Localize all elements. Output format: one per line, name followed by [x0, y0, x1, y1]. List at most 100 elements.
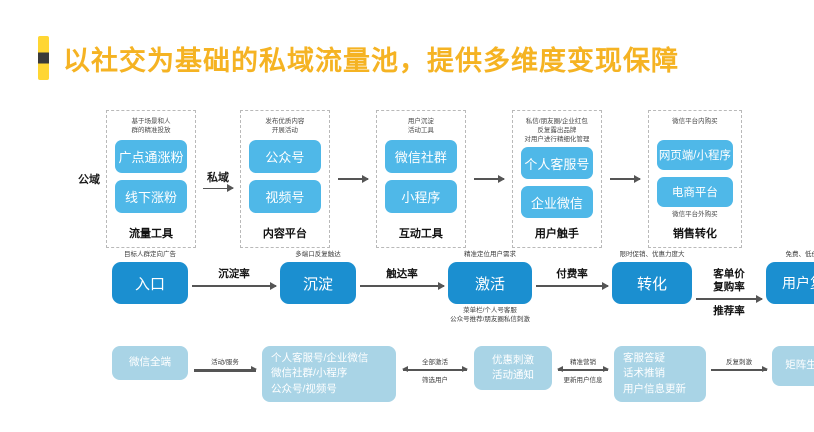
funnel-label-5[interactable]: 用户复购、推荐 [766, 262, 814, 304]
funnel-link-label-2: 触达率 [386, 268, 418, 280]
chain-link-label-3-below: 更新用户信息 [563, 376, 603, 384]
arrow-right-icon [473, 175, 505, 182]
chain-link-label-3-above: 精准营销 [570, 359, 596, 366]
stage-caption-4: 私信/朋友圈/企业红包反复露出品牌对用户进行精细化管理 [524, 118, 590, 143]
chain-node-4-line-2: 话术推销 [623, 367, 665, 380]
stage-caption-3: 用户沉淀活动工具 [407, 118, 434, 134]
stage-caption-1: 基于场景和人群的精准投放 [131, 118, 171, 134]
chain-link-label-4: 反复刺激 [726, 359, 752, 366]
stage-connector-4-5 [602, 110, 648, 248]
chain-row: 微信全端 活动/服务 个人客服号/企业微信 微信社群/小程序 公众号/视频号 全… [112, 346, 814, 408]
chain-node-4[interactable]: 客服答疑 话术推销 用户信息更新 [614, 346, 706, 402]
funnel-label-4[interactable]: 转化 [612, 262, 692, 304]
funnel-link-label-4-above: 客单价复购率 [713, 268, 745, 294]
arrow-right-icon [194, 366, 257, 372]
arrow-bidirectional-icon [402, 366, 468, 371]
chain-link-4: 反复刺激 [706, 346, 772, 374]
chain-node-1[interactable]: 微信全端 [112, 346, 188, 380]
funnel-caption-3: 精准定位用户需求 [464, 251, 516, 258]
stage-caption-5: 微信平台内购买 [672, 118, 718, 125]
stage-card-5[interactable]: 微信平台内购买 网页端/小程序 电商平台 微信平台外购买 销售转化 [647, 110, 743, 248]
title-accent-mark-icon [38, 36, 49, 80]
stage-footer-4: 用户触手 [534, 228, 579, 241]
stage-card-3[interactable]: 用户沉淀活动工具 微信社群 小程序 互动工具 [375, 110, 466, 248]
arrow-right-icon [192, 282, 277, 289]
chain-node-2-line-3: 公众号/视频号 [271, 382, 337, 395]
funnel-caption-4: 限时促销、优惠力度大 [619, 251, 685, 258]
stage-chip-5-2[interactable]: 电商平台 [656, 177, 734, 207]
funnel-node-5[interactable]: 免费、低价、精品内容逐层升级 用户复购、推荐 [766, 251, 814, 304]
funnel-link-label-1: 沉淀率 [218, 268, 250, 280]
stage-chip-4-2[interactable]: 企业微信 [520, 185, 593, 219]
chain-node-2-line-2: 微信社群/小程序 [271, 367, 348, 380]
chain-node-4-line-1: 客服答疑 [623, 352, 665, 365]
funnel-link-1: 沉淀率 [188, 262, 280, 289]
funnel-caption-5: 免费、低价、精品内容逐层升级 [785, 251, 814, 258]
funnel-link-label-3: 付费率 [556, 268, 588, 280]
label-public-domain: 公域 [78, 174, 100, 186]
stage-connector-2-3 [330, 110, 376, 248]
arrow-right-icon [696, 295, 763, 302]
arrow-right-icon [609, 175, 641, 182]
stage-chip-3-1[interactable]: 微信社群 [384, 140, 457, 173]
arrow-bidirectional-icon [557, 366, 609, 371]
stage-footer-2: 内容平台 [262, 228, 307, 240]
arrow-right-icon [711, 366, 768, 371]
stage-card-1[interactable]: 基于场景和人群的精准投放 广点通涨粉 线下涨粉 流量工具 [106, 110, 196, 248]
funnel-caption-2: 多端口反复触达 [295, 251, 341, 258]
stage-card-2[interactable]: 发布优质内容开展活动 公众号 视频号 内容平台 [239, 110, 330, 248]
funnel-node-2[interactable]: 多端口反复触达 沉淀 [280, 251, 356, 304]
chain-link-2: 全部激活 筛选用户 [396, 346, 474, 384]
funnel-row: 目标人群定向广告 入口 沉淀率 多端口反复触达 沉淀 触达率 精准定位用户需求 … [112, 251, 814, 334]
stage-chip-5-1[interactable]: 网页端/小程序 [656, 140, 734, 170]
chain-node-2[interactable]: 个人客服号/企业微信 微信社群/小程序 公众号/视频号 [262, 346, 396, 402]
stage-chip-2-1[interactable]: 公众号 [248, 140, 321, 173]
stage-chip-1-2[interactable]: 线下涨粉 [115, 180, 187, 213]
funnel-caption-bottom-3: 菜单栏/个人号客服公众号推荐/朋友圈私信刺激 [450, 307, 530, 323]
stage-footer-3: 互动工具 [398, 228, 443, 240]
funnel-caption-1: 目标人群定向广告 [124, 251, 176, 258]
stage-connector-3-4 [466, 110, 512, 248]
chain-node-1-line-1: 微信全端 [129, 356, 171, 369]
chain-link-label-1: 活动/服务 [211, 359, 239, 366]
arrow-right-icon [360, 282, 445, 289]
label-private-domain-group: 私域 [196, 110, 240, 248]
funnel-label-3[interactable]: 激活 [448, 262, 532, 304]
funnel-link-label-4-below: 推荐率 [713, 304, 745, 317]
chain-link-label-2-above: 全部激活 [422, 359, 448, 366]
arrow-right-icon [202, 185, 234, 192]
chain-link-label-2-below: 筛选用户 [422, 376, 448, 384]
stage-chip-3-2[interactable]: 小程序 [384, 180, 457, 213]
chain-node-5[interactable]: 矩阵生态内循环 [772, 346, 814, 386]
funnel-link-3: 付费率 [532, 262, 612, 289]
chain-node-3-line-2: 活动通知 [492, 369, 534, 381]
funnel-label-1[interactable]: 入口 [112, 262, 188, 304]
chain-node-4-line-3: 用户信息更新 [623, 382, 686, 395]
funnel-link-2: 触达率 [356, 262, 448, 289]
chain-node-2-line-1: 个人客服号/企业微信 [271, 352, 369, 365]
chain-link-1: 活动/服务 [188, 346, 262, 375]
funnel-node-1[interactable]: 目标人群定向广告 入口 [112, 251, 188, 304]
stage-caption-2: 发布优质内容开展活动 [265, 118, 305, 134]
page-title: 以社交为基础的私域流量池，提供多维度变现保障 [63, 45, 679, 76]
stage-footer-5: 销售转化 [672, 228, 717, 240]
label-private-domain: 私域 [206, 171, 229, 184]
funnel-link-4: 客单价复购率 推荐率 [692, 262, 766, 318]
funnel-node-3[interactable]: 精准定位用户需求 激活 菜单栏/个人号客服公众号推荐/朋友圈私信刺激 [448, 251, 532, 323]
arrow-right-icon [536, 282, 609, 289]
chain-link-3: 精准营销 更新用户信息 [552, 346, 614, 384]
stage-chip-1-1[interactable]: 广点通涨粉 [115, 140, 187, 173]
stage-row: 公域 基于场景和人群的精准投放 广点通涨粉 线下涨粉 流量工具 私域 发布优质内… [72, 110, 743, 248]
stage-footer-1: 流量工具 [128, 228, 173, 240]
chain-node-5-line-1: 矩阵生态内循环 [785, 359, 814, 372]
stage-card-4[interactable]: 私信/朋友圈/企业红包反复露出品牌对用户进行精细化管理 个人客服号 企业微信 用… [511, 110, 602, 248]
funnel-node-4[interactable]: 限时促销、优惠力度大 转化 [612, 251, 692, 304]
slide-title: 以社交为基础的私域流量池，提供多维度变现保障 [38, 36, 679, 80]
funnel-label-2[interactable]: 沉淀 [280, 262, 356, 304]
chain-node-3[interactable]: 优惠刺激 活动通知 [474, 346, 552, 390]
stage-chip-4-1[interactable]: 个人客服号 [520, 146, 593, 179]
arrow-right-icon [337, 175, 369, 182]
stage-chip-2-2[interactable]: 视频号 [248, 180, 321, 213]
stage-caption-bottom-5: 微信平台外购买 [672, 211, 718, 218]
